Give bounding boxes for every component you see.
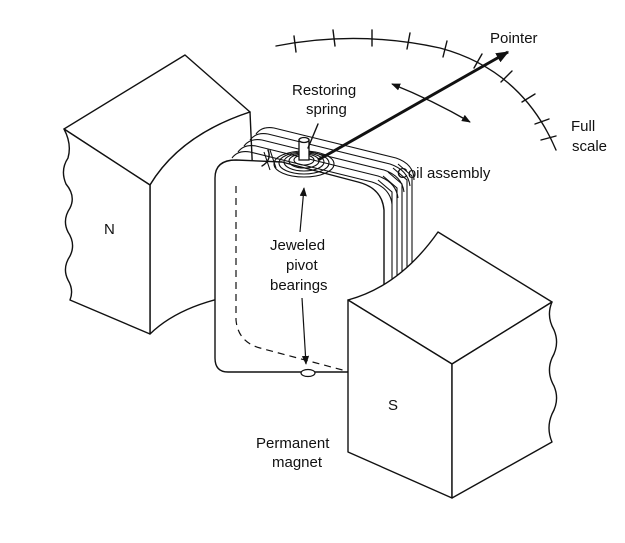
coil-back-windings	[377, 163, 413, 316]
scale-tick	[406, 32, 411, 50]
coil-hidden-outline	[235, 186, 351, 373]
restoring-spring-leader	[307, 123, 319, 149]
south-pole-label: S	[388, 397, 398, 414]
jeweled-label-line3: bearings	[270, 277, 328, 294]
north-pole-label: N	[104, 221, 115, 238]
full-scale-label-line2: scale	[572, 138, 607, 155]
permanent-magnet-label-line1: Permanent	[256, 435, 330, 452]
jeweled-label-line1: Jeweled	[270, 237, 325, 254]
coil-assembly-label: Coil assembly	[397, 165, 491, 182]
north-pole-front-face	[62, 128, 151, 335]
permanent-magnet-label-line2: magnet	[272, 454, 323, 471]
scale-tick	[500, 70, 513, 83]
scale-tick	[534, 118, 550, 125]
scale-ticks	[293, 29, 557, 141]
scale-tick	[473, 53, 483, 69]
pointer-label: Pointer	[490, 30, 538, 47]
scale-tick	[293, 35, 297, 53]
upper-bearing-leader	[299, 187, 307, 233]
south-pole-front-face	[451, 301, 558, 499]
coil-frame	[214, 159, 385, 373]
lower-bearing-leader	[301, 297, 310, 365]
deflection-arrow	[391, 83, 471, 123]
scale-tick	[540, 135, 557, 141]
coil-lead-hook	[261, 149, 270, 167]
meter-scale	[275, 29, 557, 151]
scale-tick	[442, 40, 448, 58]
full-scale-label-line1: Full	[571, 118, 595, 135]
restoring-spring-label-line2: spring	[306, 101, 347, 118]
coil-top-windings	[231, 127, 415, 205]
restoring-spring-label-line1: Restoring	[292, 82, 356, 99]
south-pole-piece	[347, 231, 558, 499]
scale-tick	[332, 29, 336, 47]
scale-arc	[275, 37, 557, 151]
jeweled-label-line2: pivot	[286, 257, 319, 274]
coil-assembly	[214, 127, 415, 373]
restoring-spring	[273, 136, 335, 178]
pivot-shaft-top	[298, 136, 310, 144]
scale-tick	[521, 93, 536, 103]
lower-pivot-jewel	[300, 368, 316, 378]
